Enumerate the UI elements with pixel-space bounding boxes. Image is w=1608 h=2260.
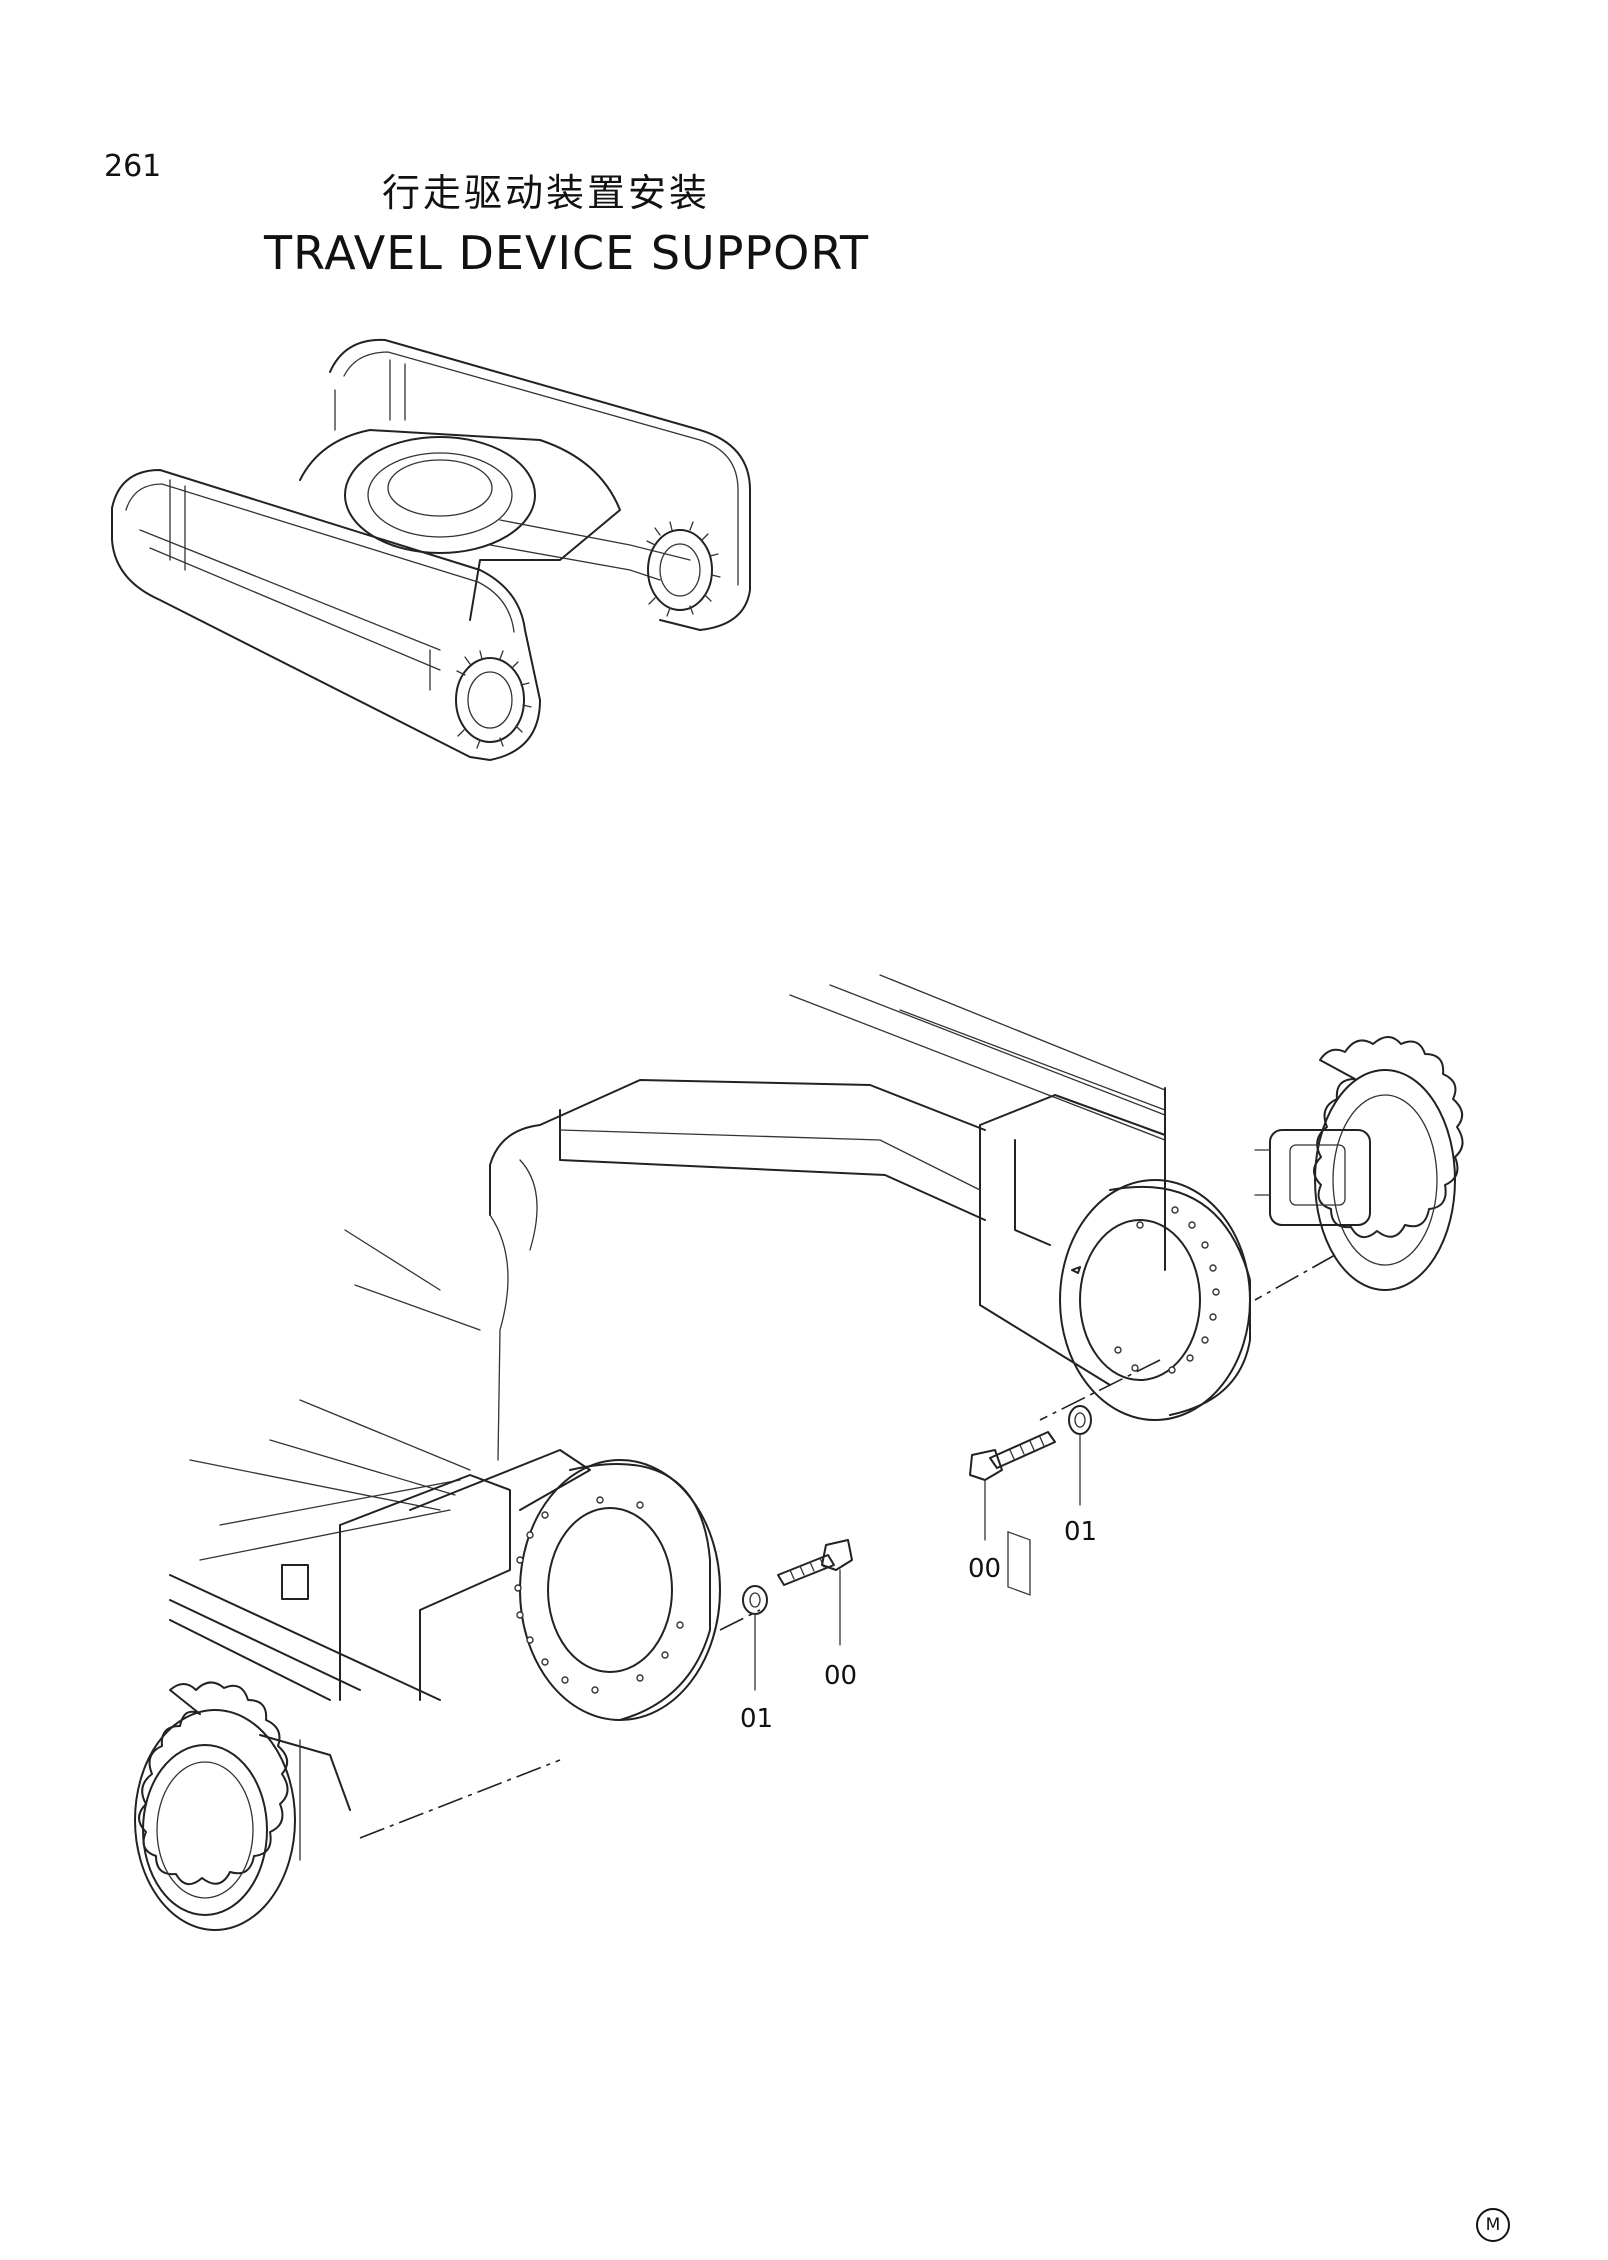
overview-center-frame — [299, 429, 691, 621]
page-number: 261 — [104, 149, 162, 184]
overview-sprocket-rear-icon — [646, 521, 721, 617]
washer-left-icon — [742, 1585, 768, 1691]
washer-right-icon — [1068, 1405, 1092, 1506]
rear-track-frame — [789, 974, 1166, 1596]
front-assembly-axis — [359, 1609, 761, 1839]
rear-motor-mount — [1059, 1179, 1251, 1421]
overview-sprocket-front-icon — [455, 650, 532, 749]
front-sprocket-travel-motor — [134, 1681, 351, 1931]
rear-sprocket-travel-motor — [1254, 1036, 1464, 1291]
bolt-left-icon — [777, 1539, 853, 1646]
bolt-right-icon — [969, 1431, 1056, 1541]
overview-front-track-frame — [111, 469, 541, 761]
overview-rear-track-frame — [329, 338, 751, 631]
front-track-frame — [169, 1399, 591, 1701]
front-motor-mount — [514, 1459, 721, 1721]
title-chinese: 行走驱动装置安装 — [382, 171, 711, 215]
center-cross-frame — [344, 1079, 986, 1461]
callout-bolt-right: 00 — [968, 1554, 1001, 1584]
corner-registered-mark: M — [1476, 2208, 1510, 2242]
callout-bolt-left: 00 — [824, 1661, 857, 1691]
callout-washer-left: 01 — [740, 1704, 773, 1734]
title-english: TRAVEL DEVICE SUPPORT — [264, 226, 870, 280]
rear-assembly-axis — [1039, 1254, 1336, 1421]
callout-washer-right: 01 — [1064, 1517, 1097, 1547]
